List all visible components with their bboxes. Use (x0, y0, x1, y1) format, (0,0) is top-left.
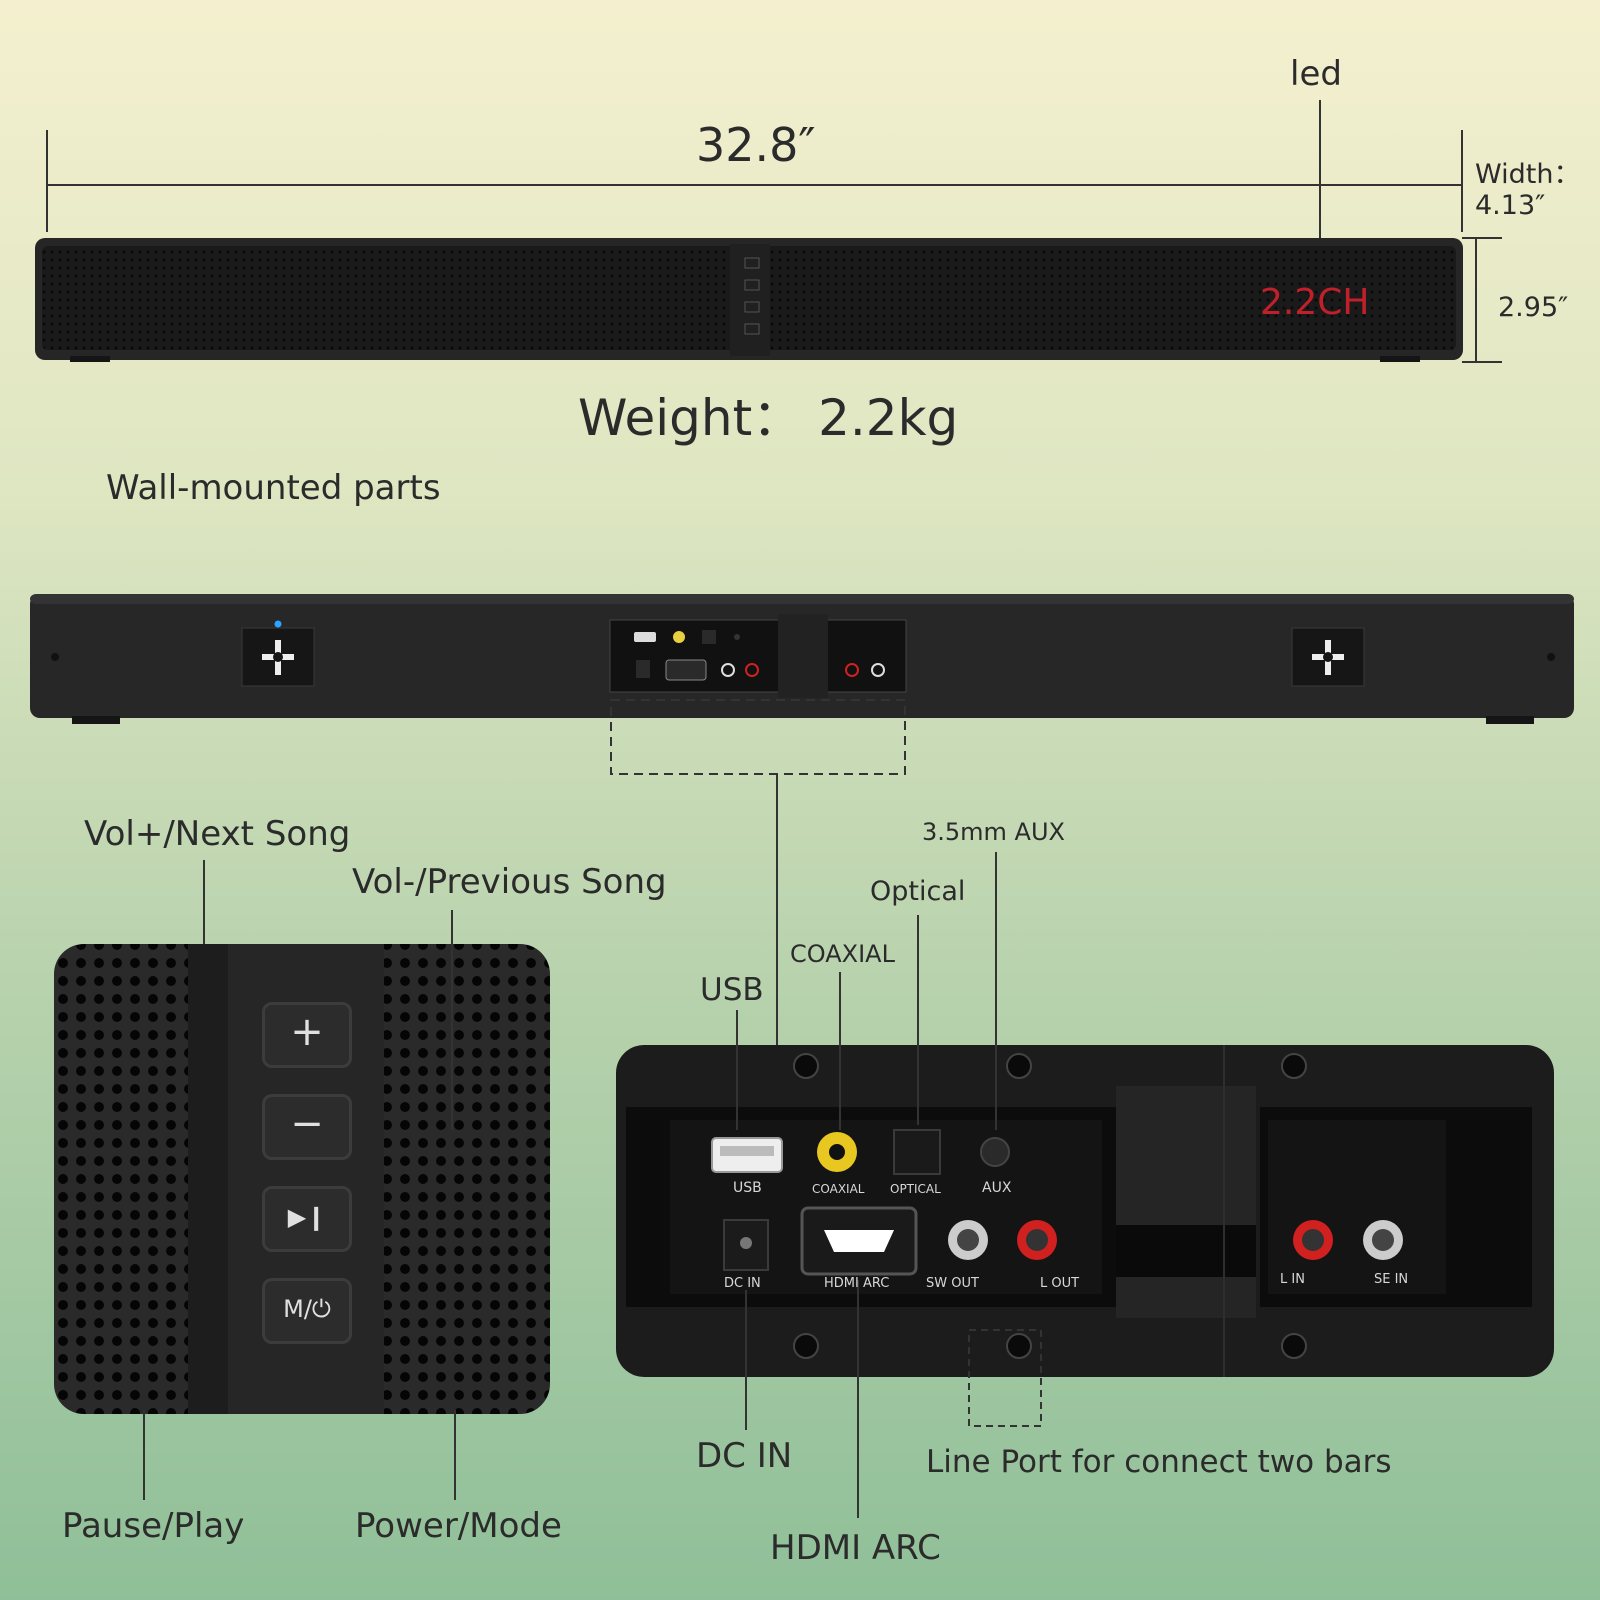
port-aux-text: AUX (982, 1180, 1012, 1196)
dc-in-label: DC IN (696, 1436, 793, 1476)
vol-down-label: Vol-/Previous Song (352, 862, 667, 902)
port-sw-out-text: SW OUT (926, 1276, 979, 1291)
button-callout-lines (143, 860, 456, 1500)
wall-mount-right (1291, 627, 1365, 687)
play-pause-button[interactable]: ▶❙ (262, 1186, 352, 1252)
l-in-port (1293, 1220, 1333, 1260)
port-l-in-text: L IN (1280, 1272, 1305, 1287)
front-soundbar (35, 238, 1463, 362)
port-usb-text: USB (733, 1180, 762, 1196)
hdmi-arc-label: HDMI ARC (770, 1528, 941, 1568)
l-out-port (1017, 1220, 1057, 1260)
led-indicator (274, 620, 282, 628)
power-mode-icon: M/⏻ (283, 1295, 331, 1323)
vol-up-button[interactable]: + (262, 1002, 352, 1068)
port-optical-text: OPTICAL (890, 1182, 941, 1196)
mode-button[interactable]: M/⏻ (262, 1278, 352, 1344)
port-dc-in-text: DC IN (724, 1276, 761, 1291)
plus-icon: + (290, 1009, 324, 1055)
width-label: Width： (1475, 159, 1581, 190)
led-label: led (1290, 54, 1342, 94)
height-label: 2.95″ (1498, 292, 1569, 323)
port-hdmi-arc-text: HDMI ARC (824, 1276, 890, 1291)
vol-up-label: Vol+/Next Song (84, 814, 351, 854)
weight-label: Weight： 2.2kg (578, 389, 959, 447)
back-soundbar (30, 594, 1574, 724)
hdmi-arc-port (800, 1206, 918, 1276)
aux-port (980, 1137, 1010, 1167)
vol-down-button[interactable]: − (262, 1094, 352, 1160)
coaxial-label: COAXIAL (790, 940, 895, 968)
se-in-port (1363, 1220, 1403, 1260)
length-dimension (46, 130, 1463, 232)
port-coaxial-text: COAXIAL (812, 1182, 865, 1196)
port-selection-box (610, 699, 906, 775)
port-l-out-text: L OUT (1040, 1276, 1080, 1291)
usb-label: USB (700, 972, 764, 1008)
play-pause-icon: ▶❙ (287, 1203, 327, 1231)
optical-label: Optical (870, 876, 966, 907)
wall-mount-label: Wall-mounted parts (106, 468, 441, 508)
wall-mount-left (241, 627, 315, 687)
width-value: 4.13″ (1475, 190, 1546, 221)
power-mode-label: Power/Mode (355, 1506, 562, 1546)
port-callout-lines (736, 852, 1042, 1518)
port-se-in-text: SE IN (1374, 1272, 1409, 1287)
aux-35-label: 3.5mm AUX (922, 818, 1065, 846)
minus-icon: − (290, 1101, 324, 1147)
back-port-panel (609, 614, 907, 698)
optical-port (893, 1129, 941, 1175)
length-label: 32.8″ (696, 118, 816, 172)
sw-out-port (948, 1220, 988, 1260)
rear-panel-closeup (616, 1045, 1554, 1377)
line-port-label: Line Port for connect two bars (926, 1444, 1392, 1480)
pause-play-label: Pause/Play (62, 1506, 245, 1546)
height-dimension (1462, 237, 1502, 363)
channel-badge: 2.2CH (1260, 282, 1370, 323)
coaxial-port (817, 1132, 857, 1172)
